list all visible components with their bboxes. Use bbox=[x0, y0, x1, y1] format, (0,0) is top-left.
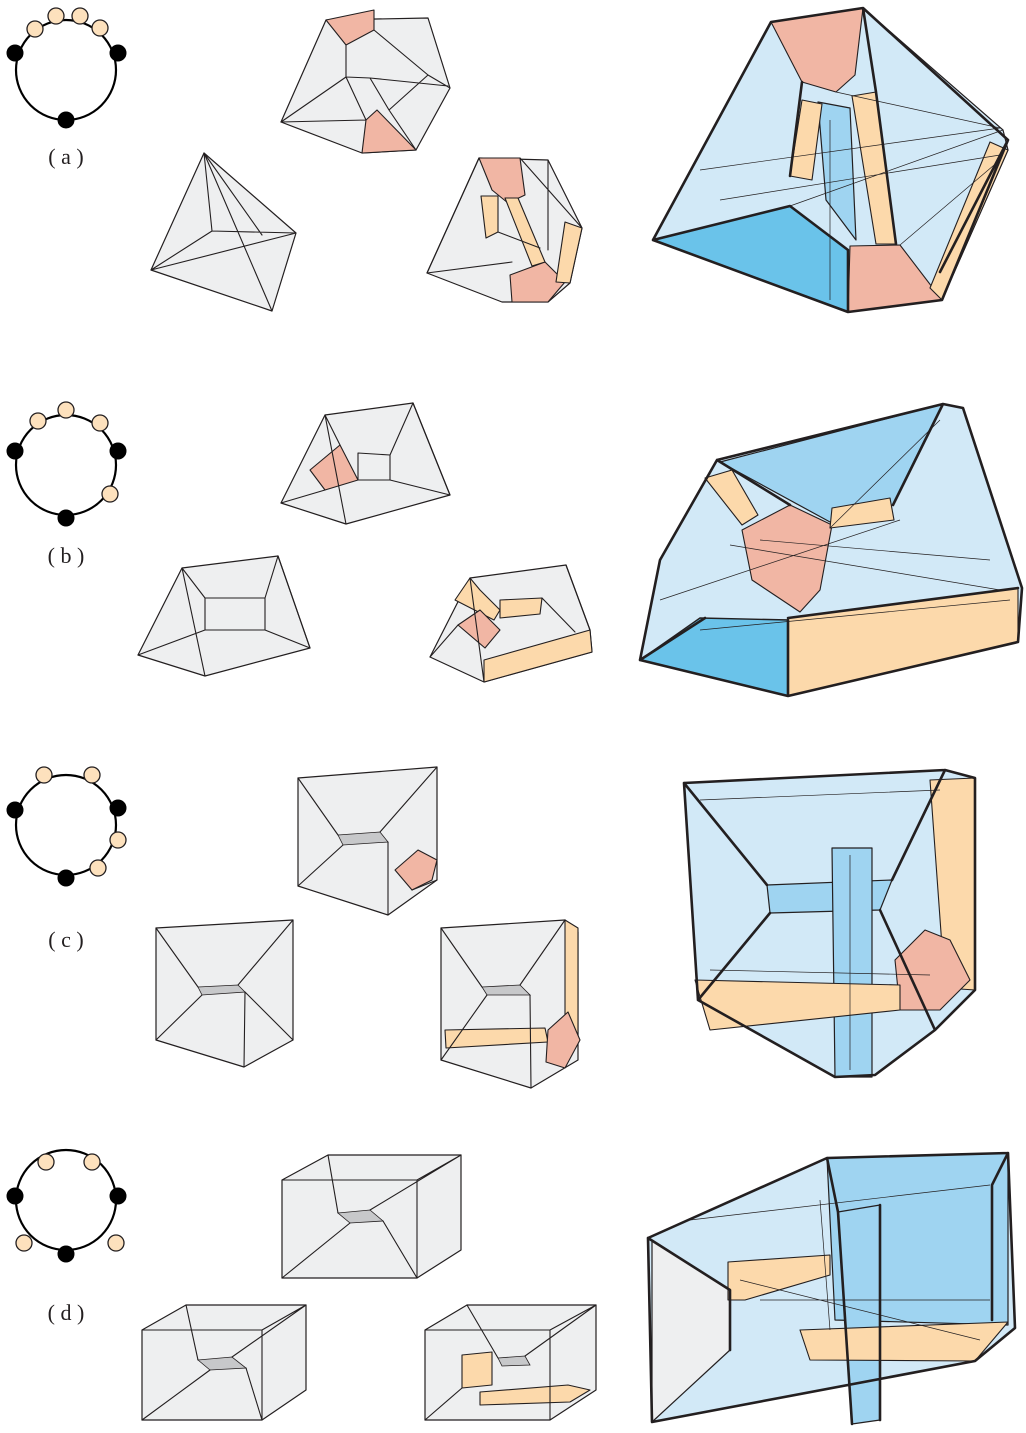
polytope-a-top bbox=[281, 10, 450, 153]
polytope-b-large bbox=[640, 404, 1022, 696]
polytope-d-mid bbox=[425, 1305, 596, 1420]
polytope-a-mid bbox=[427, 158, 582, 302]
polytope-c-large bbox=[684, 770, 975, 1077]
polytope-c-mid bbox=[441, 920, 580, 1088]
row-c: ( c ) bbox=[7, 767, 975, 1088]
circle-diagram-b bbox=[7, 402, 126, 526]
polytope-a-simple bbox=[151, 153, 296, 311]
polytope-d-top bbox=[282, 1155, 461, 1278]
polytope-c-simple bbox=[156, 920, 293, 1067]
circle-diagram-c bbox=[7, 767, 126, 886]
circle-diagram-a bbox=[7, 8, 126, 128]
panel-label-c: ( c ) bbox=[48, 927, 83, 952]
panel-label-a: ( a ) bbox=[48, 144, 83, 169]
panel-label-d: ( d ) bbox=[48, 1300, 85, 1325]
polytope-c-top bbox=[298, 767, 437, 915]
row-b: ( b ) bbox=[7, 402, 1022, 696]
polytope-d-simple bbox=[142, 1305, 306, 1420]
polytope-b-mid bbox=[430, 565, 592, 682]
polytope-b-top bbox=[281, 403, 450, 524]
polytope-d-large bbox=[648, 1153, 1015, 1424]
panel-label-b: ( b ) bbox=[48, 543, 85, 568]
circle-diagram-d bbox=[7, 1150, 126, 1262]
row-a: ( a ) bbox=[7, 8, 1008, 312]
polytope-a-large bbox=[653, 8, 1008, 312]
row-d: ( d ) bbox=[7, 1150, 1015, 1424]
polytope-b-simple bbox=[138, 556, 310, 676]
